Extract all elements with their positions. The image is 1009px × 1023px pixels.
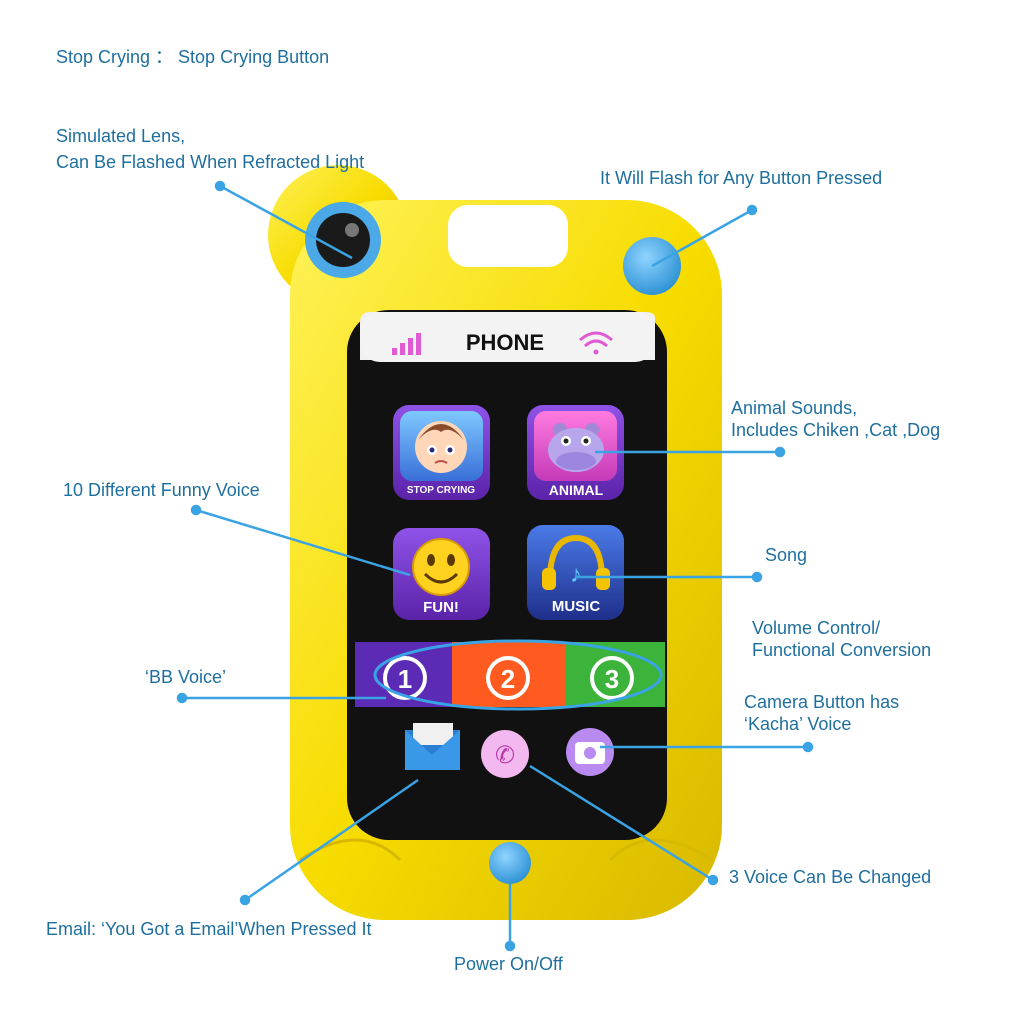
volume-control-line2: Functional Conversion bbox=[752, 640, 932, 660]
volume-control-line1: Volume Control/ bbox=[752, 618, 881, 638]
number-key-3-label: 3 bbox=[605, 664, 619, 694]
number-key-2[interactable]: 2 bbox=[486, 656, 530, 700]
signal-bars-icon bbox=[392, 333, 421, 355]
funny-voice-label: 10 Different Funny Voice bbox=[63, 480, 260, 500]
number-key-1[interactable]: 1 bbox=[383, 656, 427, 700]
wifi-icon bbox=[579, 331, 613, 355]
stop-crying-label: Stop Crying ： Stop Crying Button bbox=[56, 47, 330, 67]
voice-changed-label: 3 Voice Can Be Changed bbox=[729, 867, 932, 887]
baby-face-icon bbox=[415, 421, 467, 473]
camera-label: Camera Button has ‘Kacha’ Voice bbox=[744, 691, 899, 735]
lens-label: Simulated Lens, Can Be Flashed When Refr… bbox=[56, 125, 364, 173]
volume-highlight-ring bbox=[373, 639, 663, 711]
volume-control-label: Volume Control/ Functional Conversion bbox=[752, 617, 931, 661]
flash-label: It Will Flash for Any Button Pressed bbox=[600, 168, 883, 188]
animal-app-button[interactable]: ANIMAL bbox=[527, 405, 624, 500]
phone-handset-icon[interactable]: ✆ bbox=[481, 730, 529, 778]
animal-sounds-label: Animal Sounds, Includes Chiken ,Cat ,Dog bbox=[731, 397, 940, 441]
smiley-icon bbox=[412, 538, 470, 596]
power-button[interactable] bbox=[489, 842, 531, 884]
lens-icon bbox=[305, 202, 381, 278]
animal-sounds-line1: Animal Sounds, bbox=[731, 398, 858, 418]
stop-crying-app-button[interactable]: STOP CRYING bbox=[393, 405, 490, 500]
camera-icon[interactable] bbox=[566, 728, 614, 776]
bb-voice-label: ‘BB Voice’ bbox=[145, 667, 227, 687]
phone-header-title: PHONE bbox=[466, 330, 544, 355]
lens-label-line1: Simulated Lens, bbox=[56, 126, 186, 146]
svg-text:✆: ✆ bbox=[495, 742, 515, 769]
animal-sounds-line2: Includes Chiken ,Cat ,Dog bbox=[731, 420, 941, 440]
envelope-icon[interactable] bbox=[405, 723, 460, 770]
fun-app-label: FUN! bbox=[423, 599, 459, 616]
lens-label-line2: Can Be Flashed When Refracted Light bbox=[56, 152, 365, 172]
music-app-label: MUSIC bbox=[552, 598, 601, 615]
song-label: Song bbox=[765, 545, 808, 565]
fun-app-button[interactable]: FUN! bbox=[393, 528, 490, 620]
animal-app-label: ANIMAL bbox=[549, 482, 604, 498]
number-key-strip bbox=[355, 642, 665, 707]
camera-label-line1: Camera Button has bbox=[744, 692, 900, 712]
music-app-button[interactable]: ♪ MUSIC bbox=[527, 525, 624, 620]
headphones-icon: ♪ bbox=[542, 534, 610, 590]
hippo-icon bbox=[548, 423, 604, 472]
number-key-3[interactable]: 3 bbox=[590, 656, 634, 700]
number-key-2-label: 2 bbox=[501, 664, 515, 694]
number-key-1-label: 1 bbox=[398, 664, 412, 694]
power-label: Power On/Off bbox=[454, 954, 563, 974]
callout-lines bbox=[176, 180, 814, 952]
stop-crying-app-label: STOP CRYING bbox=[407, 485, 475, 496]
email-label: Email: ‘You Got a Email’When Pressed It bbox=[46, 919, 372, 939]
camera-label-line2: ‘Kacha’ Voice bbox=[744, 714, 852, 734]
svg-text:♪: ♪ bbox=[570, 561, 582, 588]
